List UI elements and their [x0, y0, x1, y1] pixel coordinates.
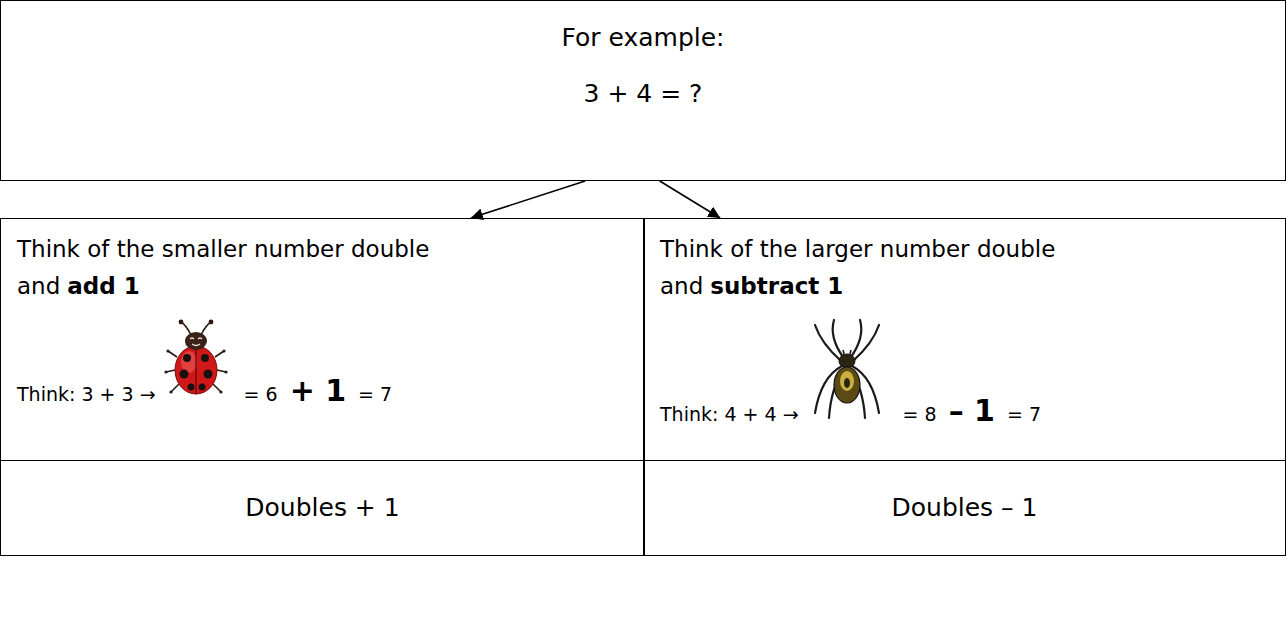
ladybug-legs-part	[215, 351, 224, 357]
strategy-cell: Think of the smaller number doubleandadd…	[0, 218, 645, 461]
strategy-name: Doubles + 1	[245, 491, 399, 525]
pointer-arrow	[660, 181, 720, 218]
ladybug-legs-part	[171, 384, 179, 392]
example-equation: 3 + 4 = ?	[584, 77, 703, 111]
ladybug-illustration-part	[195, 348, 196, 394]
spider-legs-part	[832, 320, 842, 357]
partial-sum: = 6	[244, 381, 278, 407]
text-row: Doubles – 1	[892, 491, 1038, 525]
spider-legs	[815, 320, 879, 418]
ladybug-feet-part	[222, 349, 225, 352]
ladybug-illustration-part	[185, 332, 207, 350]
ladybug-face-part	[198, 338, 202, 339]
ladybug-feet-part	[166, 349, 169, 352]
ladybug-spots-part	[187, 384, 194, 391]
spider-legs-part	[853, 325, 879, 361]
partial-sum: = 8	[903, 401, 937, 427]
ladybug-feet-part	[224, 370, 227, 373]
ladybug-spots-part	[203, 370, 212, 379]
example-box: For example: 3 + 4 = ?	[0, 0, 1286, 181]
spider-fangs-part	[843, 350, 844, 354]
spider-illustration	[807, 317, 887, 421]
spider-legs-part	[815, 325, 841, 361]
ladybug-feet-part	[164, 370, 167, 373]
text-row: andsubtract 1	[660, 268, 1269, 305]
thinking-step: Think: 4 + 4 →	[660, 401, 799, 427]
text-row: Think of the larger number double	[660, 231, 1269, 268]
strategy-label: Doubles – 1	[643, 460, 1286, 556]
strategy-name: Doubles – 1	[892, 491, 1038, 525]
strategy-cell: Think of the larger number doubleandsubt…	[643, 218, 1286, 461]
ladybug-face-part	[192, 344, 200, 346]
text-row: Doubles + 1	[245, 491, 399, 525]
ladybug-illustration-part	[175, 346, 217, 394]
ladybug-spots-part	[179, 370, 188, 379]
ladybug-legs-part	[168, 351, 177, 357]
ladybug-spots-part	[198, 384, 205, 391]
final-sum: = 7	[358, 381, 392, 407]
ladybug-antennae-part	[201, 322, 211, 335]
subtract-one-step: – 1	[949, 393, 995, 429]
text-row: andadd 1	[17, 268, 628, 305]
ladybug-illustration-part	[208, 320, 213, 325]
ladybug-face	[190, 338, 202, 346]
spider-illustration-part	[834, 367, 860, 403]
ladybug-antennae-part	[181, 322, 191, 335]
spider-fangs	[843, 350, 851, 354]
ladybug-face-part	[190, 338, 194, 339]
ladybug-spots	[179, 354, 212, 391]
final-sum: = 7	[1007, 401, 1041, 427]
strategy-instruction: and	[660, 268, 703, 305]
spider-illustration-part	[839, 354, 855, 368]
ladybug-legs-part	[213, 384, 221, 392]
text-row: Think of the smaller number double	[17, 231, 628, 268]
ladybug-illustration	[164, 317, 228, 401]
spider-illustration-part	[844, 378, 850, 388]
pointer-arrow	[471, 181, 585, 218]
instruction-emphasis: subtract 1	[710, 268, 843, 305]
text-row: Think: 4 + 4 → = 8 – 1 = 7	[660, 317, 1269, 429]
spider-fangs-part	[850, 350, 851, 354]
ladybug-spots-part	[183, 354, 191, 362]
strategy-label: Doubles + 1	[0, 460, 645, 556]
strategy-instruction: Think of the smaller number double	[17, 231, 429, 268]
ladybug-spots-part	[201, 354, 209, 362]
text-row: Think: 3 + 3 →	[17, 317, 628, 409]
spider-illustration-part	[840, 371, 854, 391]
ladybug-illustration-part	[178, 320, 183, 325]
ladybug-feet-part	[219, 390, 222, 393]
thinking-step: Think: 3 + 3 →	[17, 381, 156, 407]
text-row: For example:	[561, 21, 724, 55]
example-heading: For example:	[561, 21, 724, 55]
instruction-emphasis: add 1	[67, 268, 139, 305]
add-one-step: + 1	[290, 373, 346, 409]
spider-legs-part	[851, 320, 861, 357]
ladybug-feet-part	[169, 390, 172, 393]
strategy-instruction: Think of the larger number double	[660, 231, 1055, 268]
text-row: 3 + 4 = ?	[584, 77, 703, 111]
strategy-instruction: and	[17, 268, 60, 305]
